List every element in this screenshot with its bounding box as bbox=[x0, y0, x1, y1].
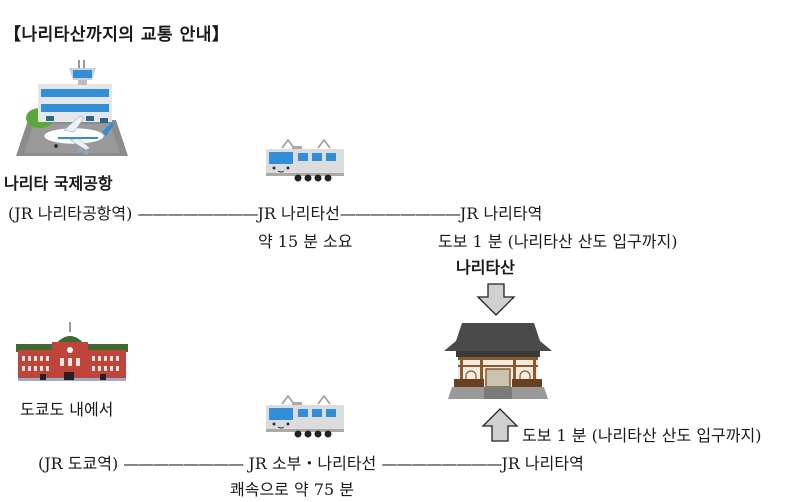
down-arrow-icon bbox=[476, 283, 516, 316]
destination-name: 나리타산 bbox=[456, 258, 515, 277]
tokyo-origin-station: (JR 도쿄역) bbox=[38, 454, 119, 473]
route-divider: ———————— bbox=[381, 454, 502, 473]
airport-walk-info: 도보 1 분 (나리타산 산도 입구까지) bbox=[438, 232, 678, 251]
tokyo-destination-station: JR 나리타역 bbox=[501, 454, 584, 473]
tokyo-duration: 쾌속으로 약 75 분 bbox=[230, 480, 354, 499]
tokyo-route-row: (JR 도쿄역) ———————— JR 소부・나리타선 ————————JR … bbox=[38, 450, 584, 474]
route-divider: ———————— bbox=[339, 204, 461, 223]
airport-duration: 약 15 분 소요 bbox=[258, 232, 353, 251]
route-divider: ———————— bbox=[137, 204, 258, 223]
up-arrow-icon bbox=[481, 408, 519, 442]
airport-line-name: JR 나리타선 bbox=[257, 204, 340, 223]
tokyo-line-name: JR 소부・나리타선 bbox=[248, 454, 377, 473]
route-divider: ———————— bbox=[123, 454, 244, 473]
tokyo-origin-name: 도쿄도 내에서 bbox=[20, 400, 114, 419]
train-icon bbox=[266, 138, 344, 182]
airport-origin-name: 나리타 국제공항 bbox=[4, 174, 113, 193]
tokyo-walk-info: 도보 1 분 (나리타산 산도 입구까지) bbox=[522, 426, 762, 445]
tokyo-station-icon bbox=[16, 322, 128, 381]
airport-route-row: (JR 나리타공항역) ————————JR 나리타선————————JR 나리… bbox=[8, 200, 542, 224]
temple-icon bbox=[444, 323, 552, 399]
airport-icon bbox=[16, 60, 128, 156]
train-icon bbox=[266, 394, 344, 438]
airport-destination-station: JR 나리타역 bbox=[459, 204, 543, 223]
page-title: 【나리타산까지의 교통 안내】 bbox=[4, 25, 230, 45]
airport-origin-station: (JR 나리타공항역) bbox=[8, 204, 133, 223]
